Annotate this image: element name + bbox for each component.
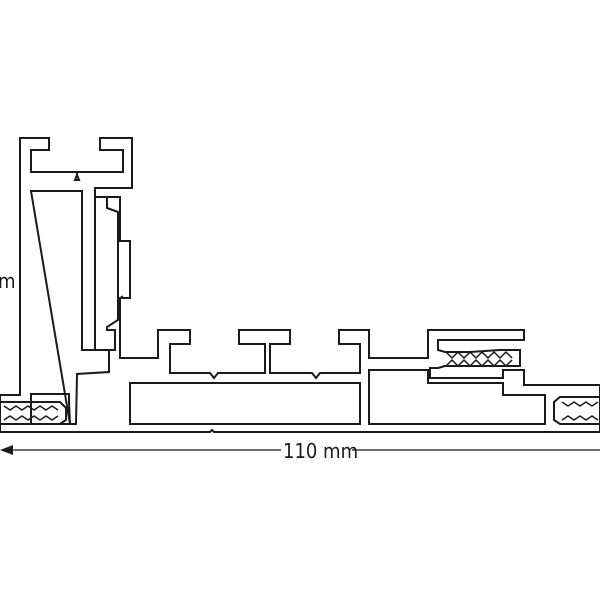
screw-slot-left xyxy=(0,401,67,425)
screw-slot-right-teeth xyxy=(561,401,599,421)
inner-chamber-middle xyxy=(129,382,361,425)
screw-slot-left-teeth xyxy=(3,405,59,421)
height-dimension-label-fragment: m xyxy=(0,269,16,293)
screw-slot-upper-right-teeth xyxy=(445,350,513,368)
inner-channel-vertical xyxy=(94,196,119,351)
profile-outer-outline xyxy=(0,137,600,433)
dimension-arrow-left xyxy=(0,445,13,455)
screw-slot-right xyxy=(553,396,600,425)
width-dimension-label: 110 mm xyxy=(283,439,358,463)
inner-chamber-right xyxy=(368,369,546,425)
width-dimension xyxy=(0,445,600,455)
inner-chamber-left xyxy=(29,190,110,425)
